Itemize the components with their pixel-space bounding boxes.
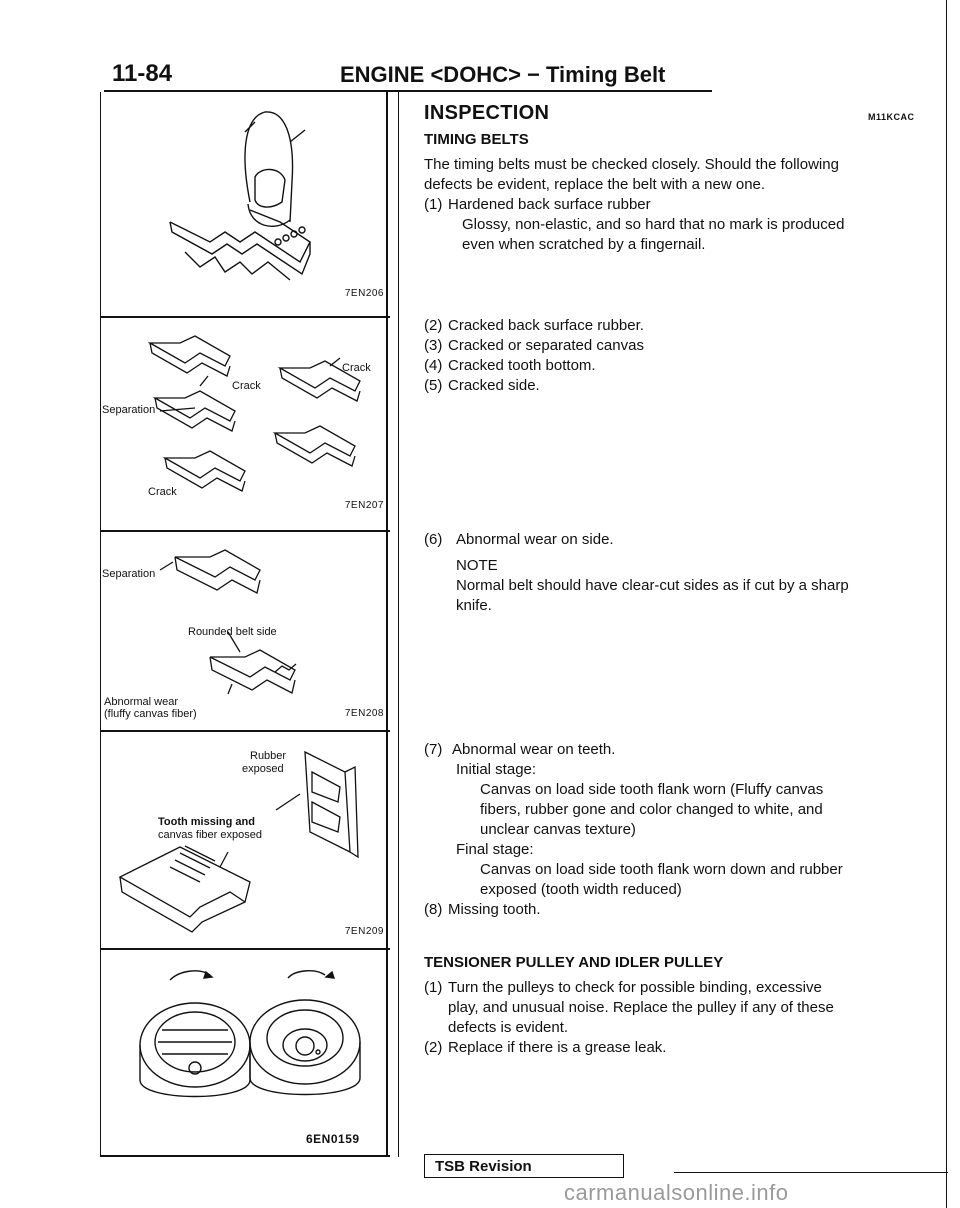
figure-fingernail-test: 7EN206 bbox=[100, 92, 390, 316]
crack-label: Crack bbox=[148, 486, 177, 498]
note-label: NOTE bbox=[456, 557, 498, 574]
item-number: (4) bbox=[424, 357, 443, 374]
stage-text: unclear canvas texture) bbox=[480, 821, 636, 838]
item-text: Abnormal wear on teeth. bbox=[452, 741, 616, 758]
item-number: (5) bbox=[424, 377, 443, 394]
watermark: carmanualsonline.info bbox=[564, 1180, 789, 1205]
rubber-label: Rubber bbox=[250, 750, 287, 762]
item-text: play, and unusual noise. Replace the pul… bbox=[448, 999, 834, 1016]
abnormal-wear-label: Abnormal wear bbox=[104, 696, 178, 708]
header-rule bbox=[104, 90, 712, 92]
figure-divider bbox=[100, 530, 390, 532]
item-text: Replace if there is a grease leak. bbox=[448, 1039, 667, 1056]
page-edge-line bbox=[946, 0, 947, 1208]
figure-code: 7EN208 bbox=[344, 708, 384, 719]
item-text: defects is evident. bbox=[448, 1019, 569, 1036]
item-number: (2) bbox=[424, 317, 443, 334]
figure-column-border bbox=[386, 92, 388, 1157]
item-number: (2) bbox=[424, 1039, 443, 1056]
item-text: Cracked back surface rubber. bbox=[448, 317, 644, 334]
item-text: Missing tooth. bbox=[448, 901, 541, 918]
tensioner-heading: TENSIONER PULLEY AND IDLER PULLEY bbox=[424, 954, 724, 971]
figure-pulleys: 6EN0159 bbox=[100, 950, 390, 1154]
separation-label: Separation bbox=[102, 568, 156, 580]
figure-column-left-border bbox=[100, 92, 101, 1157]
item-text: Turn the pulleys to check for possible b… bbox=[448, 979, 822, 996]
figure-code: 7EN209 bbox=[344, 926, 384, 937]
note-text: Normal belt should have clear-cut sides … bbox=[456, 577, 849, 594]
item-number: (7) bbox=[424, 741, 443, 758]
page-title: ENGINE <DOHC> − Timing Belt bbox=[340, 62, 666, 87]
item-text: Abnormal wear on side. bbox=[456, 531, 614, 548]
rounded-side-label: Rounded belt side bbox=[188, 626, 277, 638]
teeth-wear-illustration bbox=[118, 750, 359, 933]
figure-divider bbox=[100, 316, 390, 318]
figure-divider bbox=[100, 1155, 390, 1157]
cracked-belts-illustration bbox=[147, 335, 361, 492]
item-number: (1) bbox=[424, 196, 443, 213]
figure-column-border-outer bbox=[398, 92, 399, 1157]
crack-label: Crack bbox=[342, 362, 371, 374]
stage-label: Initial stage: bbox=[456, 761, 537, 778]
item-text: Cracked tooth bottom. bbox=[448, 357, 596, 374]
item-number: (6) bbox=[424, 531, 443, 548]
stage-text: Canvas on load side tooth flank worn (Fl… bbox=[480, 781, 824, 798]
stage-text: exposed (tooth width reduced) bbox=[480, 881, 682, 898]
intro-line: The timing belts must be checked closely… bbox=[424, 156, 839, 173]
figure-divider bbox=[100, 948, 390, 950]
page-number: 11-84 bbox=[112, 60, 173, 87]
figure-side-wear: Separation Rounded belt side Abnormal we… bbox=[100, 532, 390, 730]
figure-divider bbox=[100, 730, 390, 732]
item-number: (8) bbox=[424, 901, 443, 918]
figure-cracks: Crack Crack Separation Crack 7EN207 bbox=[100, 318, 390, 530]
stage-label: Final stage: bbox=[456, 841, 534, 858]
item-description: Glossy, non-elastic, and so hard that no… bbox=[462, 216, 845, 233]
timing-belts-heading: TIMING BELTS bbox=[424, 131, 529, 148]
item-text: Hardened back surface rubber bbox=[448, 196, 651, 213]
figure-code: 7EN207 bbox=[344, 500, 384, 511]
stage-text: fibers, rubber gone and color changed to… bbox=[480, 801, 823, 818]
item-description: even when scratched by a fingernail. bbox=[462, 236, 706, 253]
figure-teeth-wear: Rubber exposed Tooth missing and canvas … bbox=[100, 732, 390, 948]
side-wear-illustration bbox=[159, 549, 297, 695]
separation-label: Separation bbox=[102, 404, 156, 416]
tooth-missing-label: Tooth missing and bbox=[158, 816, 255, 828]
item-number: (3) bbox=[424, 337, 443, 354]
figure-code: 7EN206 bbox=[344, 288, 384, 299]
fluffy-canvas-label: (fluffy canvas fiber) bbox=[104, 708, 197, 720]
figure-code: 6EN0159 bbox=[306, 1132, 360, 1146]
crack-label: Crack bbox=[232, 380, 261, 392]
item-number: (1) bbox=[424, 979, 443, 996]
pulleys-illustration bbox=[139, 970, 361, 1098]
note-text: knife. bbox=[456, 597, 492, 614]
footer-rule bbox=[674, 1172, 948, 1173]
item-text: Cracked side. bbox=[448, 377, 540, 394]
item-text: Cracked or separated canvas bbox=[448, 337, 644, 354]
inspection-heading: INSPECTION bbox=[424, 102, 550, 124]
tsb-revision-box: TSB Revision bbox=[424, 1154, 624, 1178]
section-code: M11KCAC bbox=[868, 112, 915, 122]
stage-text: Canvas on load side tooth flank worn dow… bbox=[480, 861, 843, 878]
intro-line: defects be evident, replace the belt wit… bbox=[424, 176, 766, 193]
rubber-label: exposed bbox=[242, 763, 284, 775]
tooth-missing-label: canvas fiber exposed bbox=[158, 829, 262, 841]
fingernail-belt-illustration bbox=[169, 111, 311, 281]
